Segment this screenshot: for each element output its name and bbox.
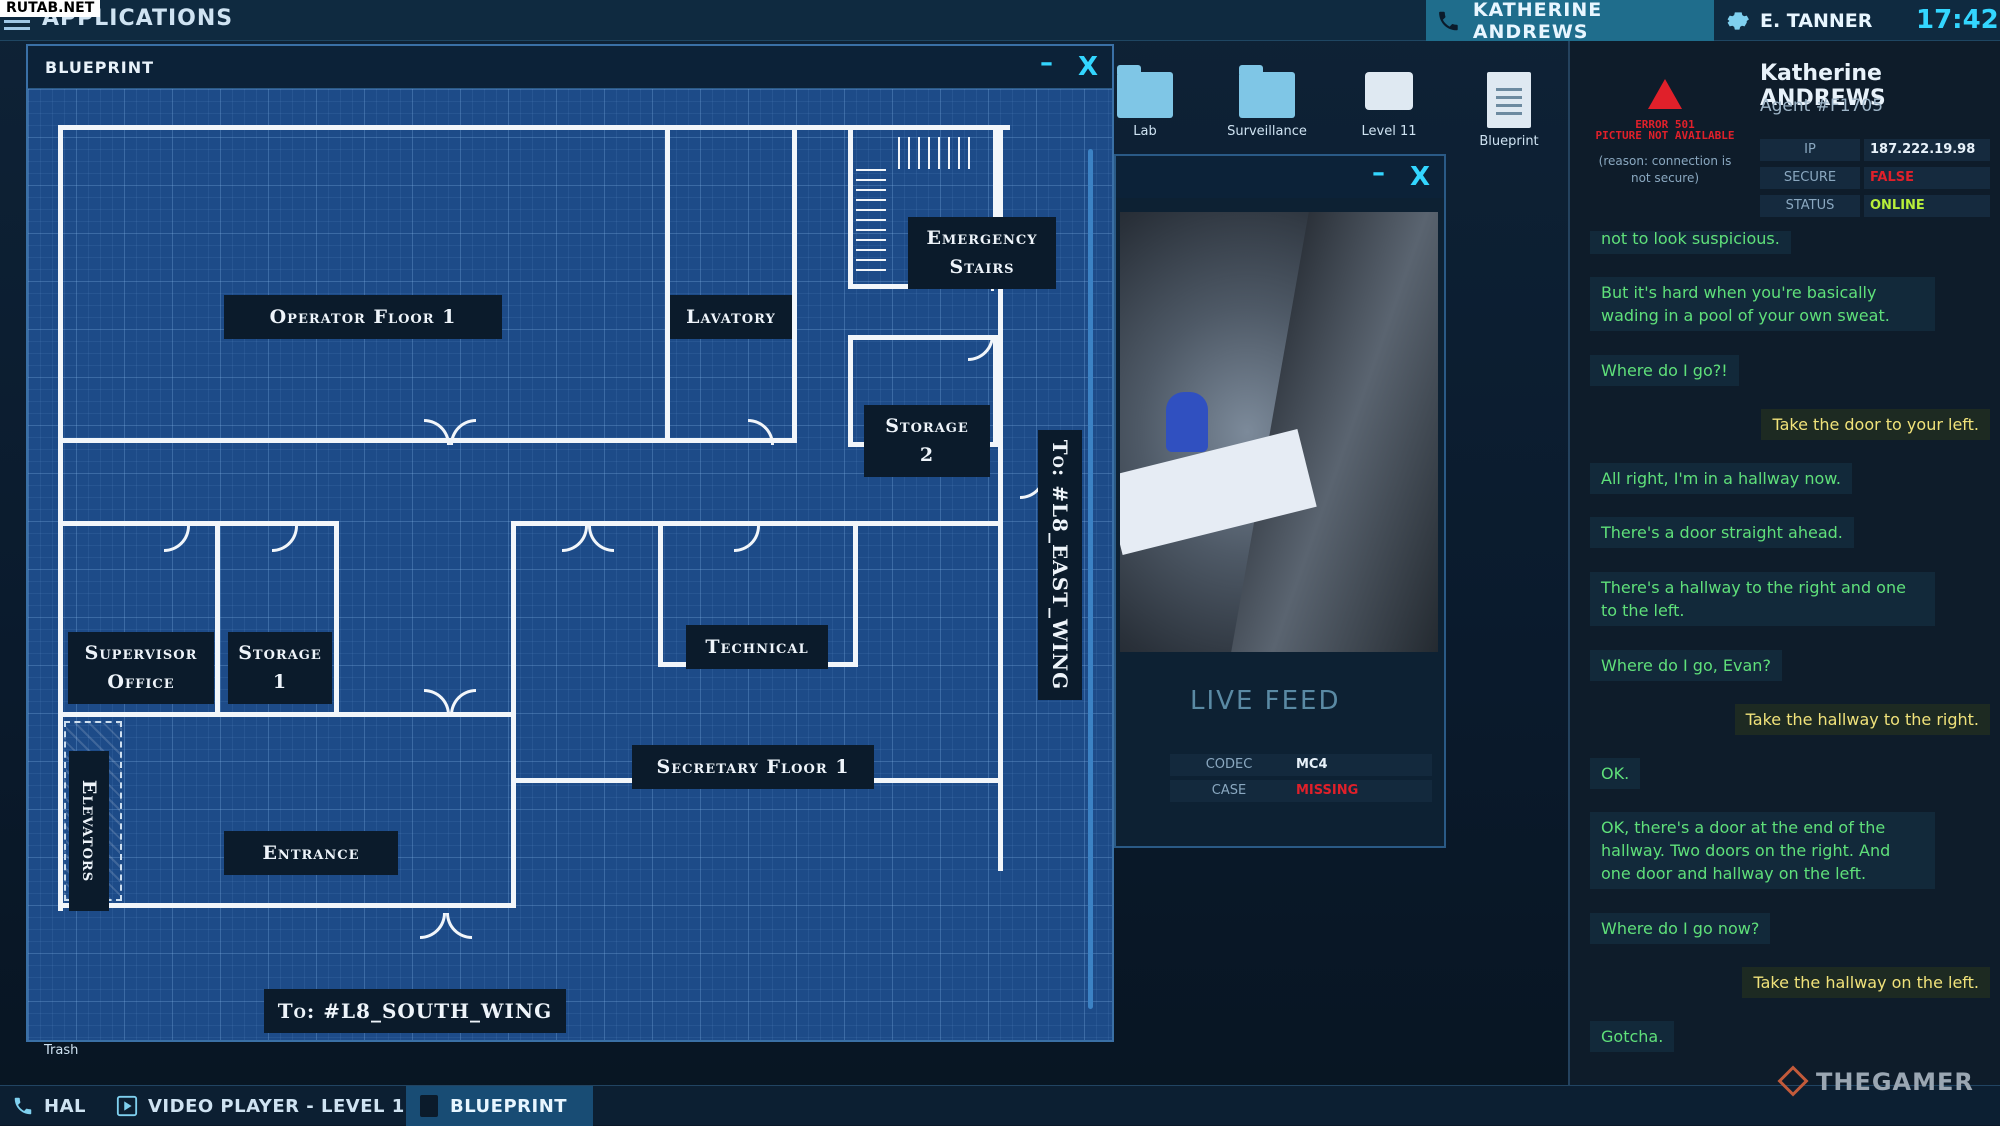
label-entrance: Entrance <box>224 831 398 875</box>
live-feed-label: LIVE FEED <box>1190 686 1341 716</box>
info-row-ip: IP 187.222.19.98 <box>1760 139 1990 161</box>
blueprint-window[interactable]: BLUEPRINT – X <box>26 44 1114 1058</box>
building-wall-left <box>58 125 63 911</box>
chat-message: Gotcha. <box>1590 1021 1675 1052</box>
case-row: CASE MISSING <box>1120 780 1432 802</box>
gear-icon <box>1727 11 1749 30</box>
link-east-wing[interactable]: To: #L8_EAST_WING <box>1038 430 1082 700</box>
agent-name: Katherine ANDREWS <box>1760 61 1886 111</box>
caller-name: KATHERINE ANDREWS <box>1472 0 1603 43</box>
error-code: ERROR 501 <box>1635 118 1695 131</box>
building-wall-right <box>998 125 1003 871</box>
taskbar-item-blueprint[interactable]: BLUEPRINT <box>406 1086 594 1126</box>
label-secretary-floor: Secretary Floor 1 <box>632 745 874 789</box>
door[interactable] <box>424 689 450 715</box>
room-entrance[interactable] <box>58 712 516 908</box>
chat-message: There's a hallway to the right and one t… <box>1590 572 1935 626</box>
chat-message: Where do I go now? <box>1590 913 1771 944</box>
close-button[interactable]: X <box>1410 162 1431 192</box>
label-technical: Technical <box>686 625 828 669</box>
surveillance-video-feed[interactable] <box>1120 212 1438 652</box>
desktop-icon-level-11[interactable]: Level 11 <box>1334 72 1444 139</box>
taskbar: HAL VIDEO PLAYER - LEVEL 11 BLUEPRINT <box>0 1085 2000 1126</box>
user-indicator[interactable]: E. TANNER <box>1724 0 1884 41</box>
room-lavatory[interactable] <box>665 125 797 443</box>
play-icon <box>116 1095 138 1117</box>
chat-message: Take the hallway to the right. <box>1734 704 1990 735</box>
taskbar-item-video-player[interactable]: VIDEO PLAYER - LEVEL 11 <box>104 1086 430 1126</box>
video-title-bar[interactable]: – X <box>1116 156 1444 198</box>
document-icon <box>1487 72 1531 128</box>
minimize-button[interactable]: – <box>1372 158 1385 188</box>
door[interactable] <box>450 689 476 715</box>
stairs-icon <box>856 169 886 277</box>
label-storage-2: Storage 2 <box>864 405 990 477</box>
desktop-icon-blueprint[interactable]: Blueprint <box>1454 72 1564 149</box>
link-south-wing[interactable]: To: #L8_SOUTH_WING <box>264 989 566 1033</box>
blueprint-floorplan[interactable]: Operator Floor 1 Lavatory Emergency Stai… <box>28 89 1112 1040</box>
site-watermark: RUTAB.NET <box>0 0 101 17</box>
desktop-icon-lab[interactable]: Lab <box>1090 65 1200 139</box>
chat-message: OK, there's a door at the end of the hal… <box>1590 812 1935 889</box>
chat-message: Take the hallway on the left. <box>1742 967 1990 998</box>
phone-icon <box>1439 11 1458 30</box>
taskbar-item-hal[interactable]: HAL <box>0 1086 98 1126</box>
info-row-secure: SECURE FALSE <box>1760 167 1990 189</box>
label-operator-floor: Operator Floor 1 <box>224 295 502 339</box>
label-elevators: Elevators <box>69 751 109 911</box>
chat-message: But it's hard when you're basically wadi… <box>1590 277 1935 331</box>
close-button[interactable]: X <box>1078 52 1099 82</box>
chat-message-list[interactable]: not to look suspicious. But it's hard wh… <box>1570 231 2000 1061</box>
minimize-button[interactable]: – <box>1040 48 1053 78</box>
error-reason: (reason: connection is not secure) <box>1598 154 1732 185</box>
chat-message: Take the door to your left. <box>1761 409 1990 440</box>
window-title: BLUEPRINT <box>45 58 155 77</box>
error-message: PICTURE NOT AVAILABLE <box>1595 129 1735 142</box>
trash-label[interactable]: Trash <box>44 1043 79 1058</box>
chat-message: All right, I'm in a hallway now. <box>1590 463 1852 494</box>
door[interactable] <box>446 913 472 939</box>
agent-avatar: ERROR 501 PICTURE NOT AVAILABLE (reason:… <box>1590 71 1740 191</box>
folder-icon <box>1117 65 1173 118</box>
chat-message: Where do I go, Evan? <box>1590 650 1782 681</box>
user-name: E. TANNER <box>1760 9 1873 32</box>
label-lavatory: Lavatory <box>670 295 792 339</box>
document-icon <box>420 1095 438 1117</box>
door[interactable] <box>420 913 446 939</box>
scrollbar[interactable] <box>1088 149 1093 1009</box>
chat-message: There's a door straight ahead. <box>1590 517 1854 548</box>
folder-icon <box>1239 65 1295 118</box>
video-player-window[interactable]: – X LIVE FEED CODEC MC4 CASE MISSING <box>1114 154 1446 848</box>
agent-id: Agent #F1705 <box>1760 96 1884 116</box>
top-bar: RUTAB.NET APPLICATIONS KATHERINE ANDREWS… <box>0 0 2000 43</box>
label-storage-1: Storage 1 <box>228 632 332 704</box>
agent-chat-panel: ERROR 501 PICTURE NOT AVAILABLE (reason:… <box>1568 41 2000 1085</box>
info-row-status: STATUS ONLINE <box>1760 195 1990 217</box>
gamer-logo-icon <box>1777 1065 1809 1097</box>
phone-icon <box>14 1097 32 1115</box>
warning-icon <box>1648 79 1682 109</box>
label-emergency-stairs: Emergency Stairs <box>908 217 1056 289</box>
room-operator-floor[interactable] <box>58 125 670 443</box>
chat-message: Where do I go?! <box>1590 355 1739 386</box>
clock: 17:42 <box>1916 5 1999 35</box>
brand-watermark: THEGAMER <box>1777 1065 1974 1097</box>
codec-row: CODEC MC4 <box>1120 754 1432 776</box>
label-supervisor-office: Supervisor Office <box>68 632 214 704</box>
chat-message: not to look suspicious. <box>1590 231 1791 254</box>
camera-icon <box>1365 72 1413 110</box>
blueprint-title-bar[interactable]: BLUEPRINT – X <box>28 46 1112 89</box>
desktop-icon-surveillance[interactable]: Surveillance <box>1212 65 1322 139</box>
chat-message: OK. <box>1590 758 1641 789</box>
active-call-indicator[interactable]: KATHERINE ANDREWS <box>1426 0 1714 43</box>
stairs-icon <box>898 137 978 169</box>
